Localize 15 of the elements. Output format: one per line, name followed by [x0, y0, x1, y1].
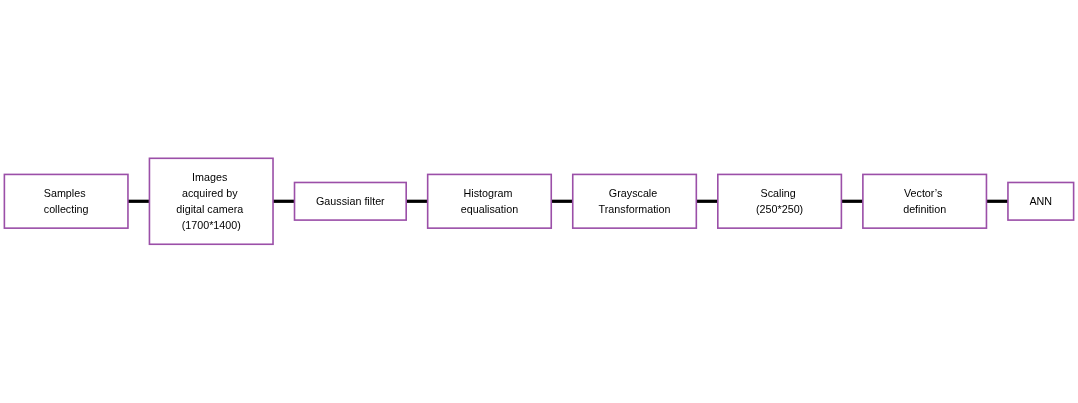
node-box: Grayscale Transformation: [571, 173, 698, 230]
connector: [696, 199, 718, 204]
connector: [127, 199, 150, 204]
node-box: Scaling (250*250): [717, 173, 843, 230]
connector: [551, 199, 573, 204]
connector: [986, 199, 1008, 204]
node-box: Images acquired by digital camera (1700*1400): [148, 157, 274, 246]
node-box: ANN: [1007, 181, 1075, 222]
node-box: Vector’s definition: [862, 173, 988, 230]
connector: [406, 199, 428, 204]
connector: [841, 199, 863, 204]
node-box: Histogram equalisation: [426, 173, 553, 230]
node-box: Gaussian filter: [293, 181, 407, 222]
connector: [273, 199, 295, 204]
node-box: Samples collecting: [3, 173, 129, 230]
